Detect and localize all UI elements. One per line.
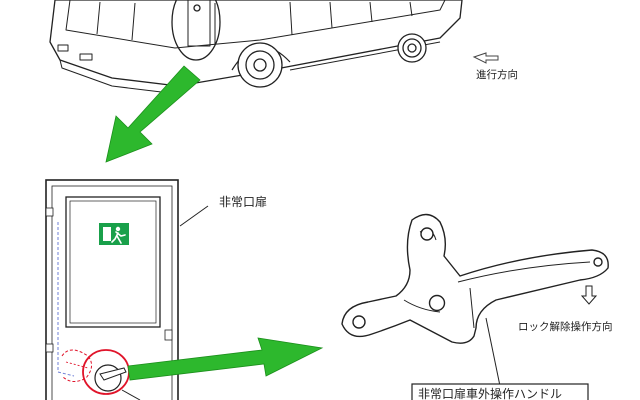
- lock-rod-guide-line: [57, 222, 75, 377]
- emergency-door-label: 非常口扉: [219, 195, 267, 209]
- emergency-exit-sign-icon: [99, 223, 129, 245]
- exterior-handle-drawing: [341, 213, 609, 344]
- green-arrow-to-door: [105, 65, 201, 163]
- handle-caption-leader-line: [485, 317, 501, 387]
- handle-caption-label: 非常口扉車外操作ハンドル: [418, 386, 562, 400]
- handle-leader-line-short: [121, 389, 141, 400]
- unlock-direction-arrow-icon: [580, 285, 598, 305]
- door-leader-line: [179, 205, 209, 227]
- unlock-direction-label: ロック解除操作方向: [518, 320, 613, 333]
- lock-mechanism-highlight: [61, 349, 92, 382]
- travel-direction-arrow-icon: [472, 52, 499, 64]
- door-highlight-ellipse: [171, 0, 221, 61]
- handle-caption-box: [411, 383, 589, 400]
- travel-direction-label: 進行方向: [476, 68, 518, 81]
- bus-illustration: [49, 0, 463, 95]
- green-arrow-to-handle: [127, 337, 324, 381]
